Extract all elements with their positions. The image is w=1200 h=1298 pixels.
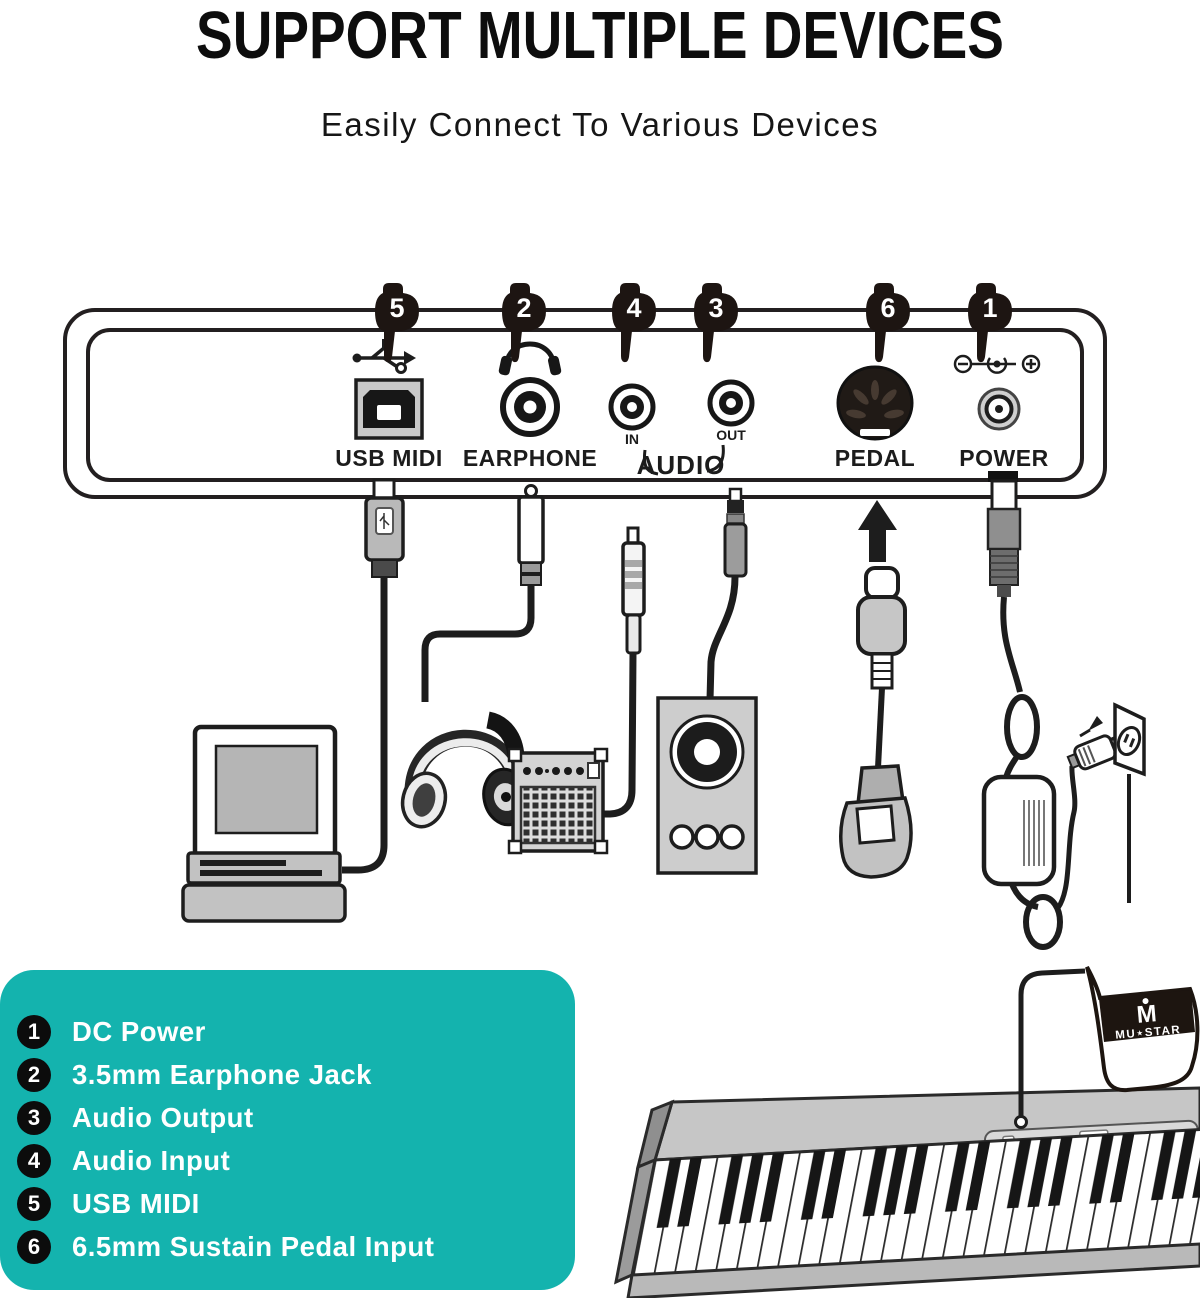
usb-midi-label: USB MIDI — [335, 445, 443, 471]
guitar-amplifier — [507, 747, 609, 855]
usb-cable — [342, 478, 405, 874]
callout-tag-power: 1 — [968, 283, 1012, 363]
svg-text:3: 3 — [708, 293, 723, 323]
audio-in-label: IN — [625, 431, 639, 447]
arrow-up-icon — [858, 500, 897, 562]
power-adapter — [981, 774, 1057, 887]
callout-tag-pedal: 6 — [866, 283, 910, 363]
legend-item-label: 3.5mm Earphone Jack — [72, 1058, 372, 1090]
callout-tag-audio-out: 3 — [694, 283, 738, 363]
studio-speaker — [656, 696, 758, 875]
legend-number-badge: 1 — [17, 1014, 51, 1049]
audio-group-label: AUDIO — [637, 450, 726, 480]
dc-power-jack — [977, 387, 1021, 431]
usb-icon — [352, 339, 416, 374]
legend-item: 1 DC Power — [17, 1010, 575, 1053]
pedal-jack-hole — [1014, 1115, 1028, 1129]
legend-item: 5 USB MIDI — [17, 1182, 575, 1225]
legend-item: 4 Audio Input — [17, 1139, 575, 1182]
svg-text:4: 4 — [626, 293, 641, 323]
pedal-label: PEDAL — [835, 445, 915, 471]
legend-item-label: USB MIDI — [72, 1187, 200, 1219]
callout-tags: 5 2 4 3 6 1 — [375, 283, 1012, 363]
legend-background — [0, 970, 575, 1290]
digital-piano — [613, 1086, 1200, 1298]
callout-tag-audio-in: 4 — [612, 283, 656, 363]
audio-bracket-right — [706, 444, 725, 473]
audio-bracket-left — [642, 449, 659, 476]
svg-text:6: 6 — [880, 293, 895, 323]
legend-item-label: Audio Input — [72, 1144, 231, 1176]
legend-number-badge: 3 — [17, 1100, 51, 1135]
callout-tag-usb: 5 — [375, 283, 419, 363]
power-polarity-icon — [953, 354, 1041, 374]
sustain-pedal-cable — [856, 500, 907, 769]
arrow-right-icon — [1088, 716, 1103, 731]
wall-outlet — [1066, 702, 1146, 903]
legend-panel: 1 DC Power 2 3.5mm Earphone Jack 3 Audio… — [0, 970, 575, 1290]
desktop-computer — [181, 724, 347, 923]
legend-number-badge: 2 — [17, 1057, 51, 1092]
svg-text:1: 1 — [982, 293, 997, 323]
legend-item-label: DC Power — [72, 1015, 206, 1047]
legend-item: 2 3.5mm Earphone Jack — [17, 1053, 575, 1096]
audio-in-jack — [608, 383, 656, 431]
power-adapter-cable — [981, 471, 1078, 950]
legend-item-label: 6.5mm Sustain Pedal Input — [72, 1230, 435, 1262]
brand-pedal: M MU⋆STAR — [1018, 966, 1200, 1117]
usb-midi-port — [354, 378, 424, 440]
page-title: SUPPORT MULTIPLE DEVICES — [196, 0, 1004, 73]
piano-keys — [630, 1126, 1200, 1278]
legend-item: 3 Audio Output — [17, 1096, 575, 1139]
audio-out-plug-cable — [706, 487, 748, 701]
legend-number-badge: 6 — [17, 1229, 51, 1264]
mustar-wordmark: MU⋆STAR — [1115, 1024, 1182, 1042]
legend-number-badge: 5 — [17, 1186, 51, 1221]
audio-in-plug-cable — [603, 526, 646, 818]
power-label: POWER — [959, 445, 1048, 471]
keyboard-back-panel — [63, 308, 1107, 499]
mustar-logo: M MU⋆STAR — [1115, 998, 1182, 1042]
legend-item-label: Audio Output — [72, 1101, 254, 1133]
legend-number-badge: 4 — [17, 1143, 51, 1178]
audio-out-jack — [707, 379, 755, 427]
callout-tag-earphone: 2 — [502, 283, 546, 363]
svg-text:2: 2 — [516, 293, 531, 323]
sustain-pedal — [839, 764, 913, 879]
earphone-plug-cable — [421, 484, 545, 702]
page-subtitle: Easily Connect To Various Devices — [320, 106, 880, 143]
svg-text:5: 5 — [389, 293, 404, 323]
audio-out-label: OUT — [716, 427, 746, 443]
mustar-crown-icon: M — [1136, 1000, 1158, 1029]
headphones-icon — [498, 341, 562, 376]
legend-item: 6 6.5mm Sustain Pedal Input — [17, 1225, 575, 1268]
earphone-jack — [500, 377, 560, 437]
earphone-label: EARPHONE — [463, 445, 597, 471]
pedal-din-port — [836, 365, 914, 441]
